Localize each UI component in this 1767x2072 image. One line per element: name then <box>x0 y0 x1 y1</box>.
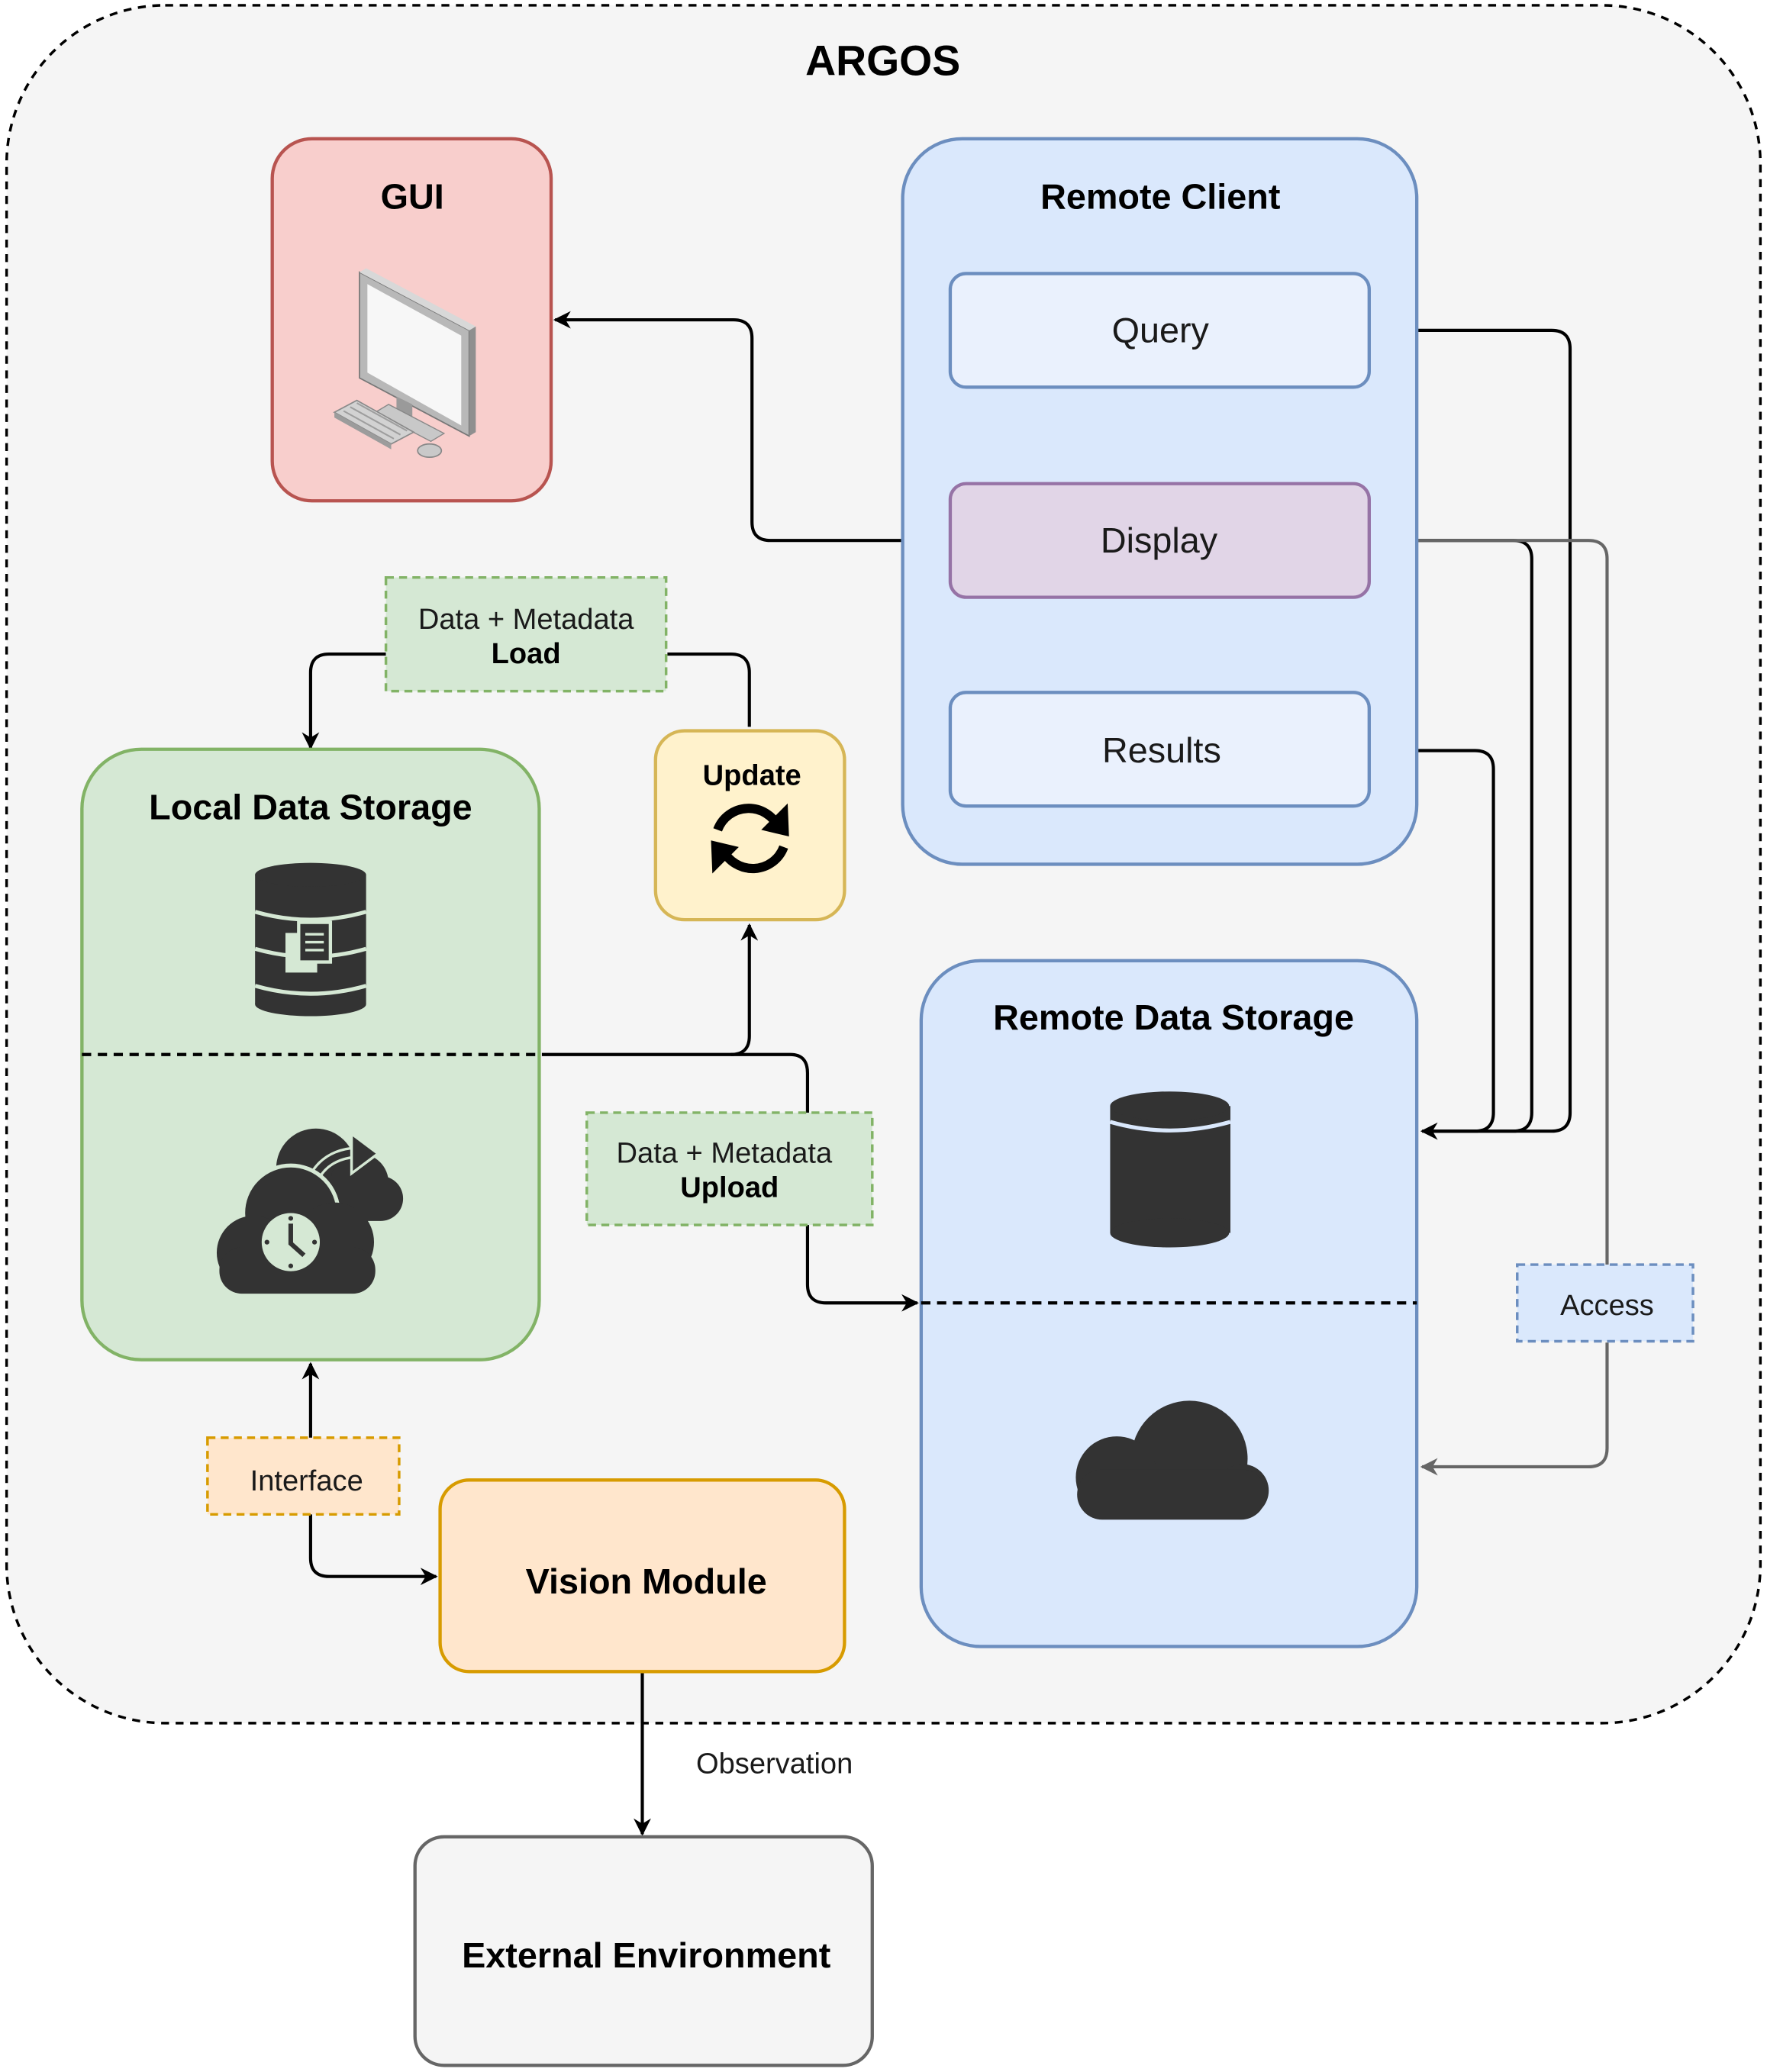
upload-label-box: Data + Metadata Upload <box>585 1111 874 1226</box>
load-label-line2: Load <box>492 638 561 670</box>
gui-display-arrow <box>553 311 949 549</box>
gui-title: GUI <box>381 177 444 217</box>
local-storage-box[interactable]: Local Data Storage <box>80 747 541 1361</box>
upload-label-line1: Data + Metadata <box>617 1138 833 1170</box>
upload-label-line2: Upload <box>680 1172 779 1204</box>
vision-module-box[interactable]: Vision Module <box>438 1478 846 1674</box>
update-title: Update <box>703 760 801 792</box>
results-label: Results <box>1102 730 1221 770</box>
interface-label: Interface <box>250 1465 363 1497</box>
cloud-icon <box>1075 1400 1269 1520</box>
query-box[interactable]: Query <box>948 272 1371 389</box>
cloud-sync-clock-icon <box>216 1128 404 1294</box>
vision-module-label: Vision Module <box>526 1561 767 1601</box>
database-icon <box>1109 1091 1231 1248</box>
refresh-icon-head-b <box>711 840 739 874</box>
database-document-icon <box>254 862 367 1017</box>
external-environment-label: External Environment <box>462 1935 830 1975</box>
gui-box[interactable]: GUI <box>270 137 553 503</box>
external-environment-box[interactable]: External Environment <box>413 1835 874 2067</box>
load-arrow <box>311 653 751 748</box>
refresh-icon-head-a <box>761 803 789 837</box>
interface-label-box: Interface <box>206 1436 401 1516</box>
update-box[interactable]: Update <box>653 729 846 922</box>
interface-vision-arrow <box>308 1514 438 1586</box>
remote-client-title: Remote Client <box>1040 177 1280 217</box>
load-label-box: Data + Metadata Load <box>384 575 668 693</box>
results-remote-arrow <box>1372 742 1495 1133</box>
query-remote-arrow <box>1372 321 1572 1140</box>
results-box[interactable]: Results <box>948 691 1371 808</box>
display-label: Display <box>1101 520 1218 560</box>
remote-storage-box[interactable]: Remote Data Storage <box>919 959 1419 1648</box>
remote-storage-title: Remote Data Storage <box>993 997 1354 1037</box>
query-label: Query <box>1112 310 1210 350</box>
display-box[interactable]: Display <box>948 482 1371 599</box>
access-label: Access <box>1560 1290 1654 1322</box>
load-label-line1: Data + Metadata <box>418 604 634 636</box>
local-storage-title: Local Data Storage <box>149 788 472 827</box>
access-label-box: Access <box>1516 1263 1694 1343</box>
observation-label: Observation <box>696 1748 853 1780</box>
access-arrow <box>1374 539 1609 1467</box>
argos-title: ARGOS <box>805 37 960 85</box>
desktop-computer-icon <box>333 268 476 458</box>
